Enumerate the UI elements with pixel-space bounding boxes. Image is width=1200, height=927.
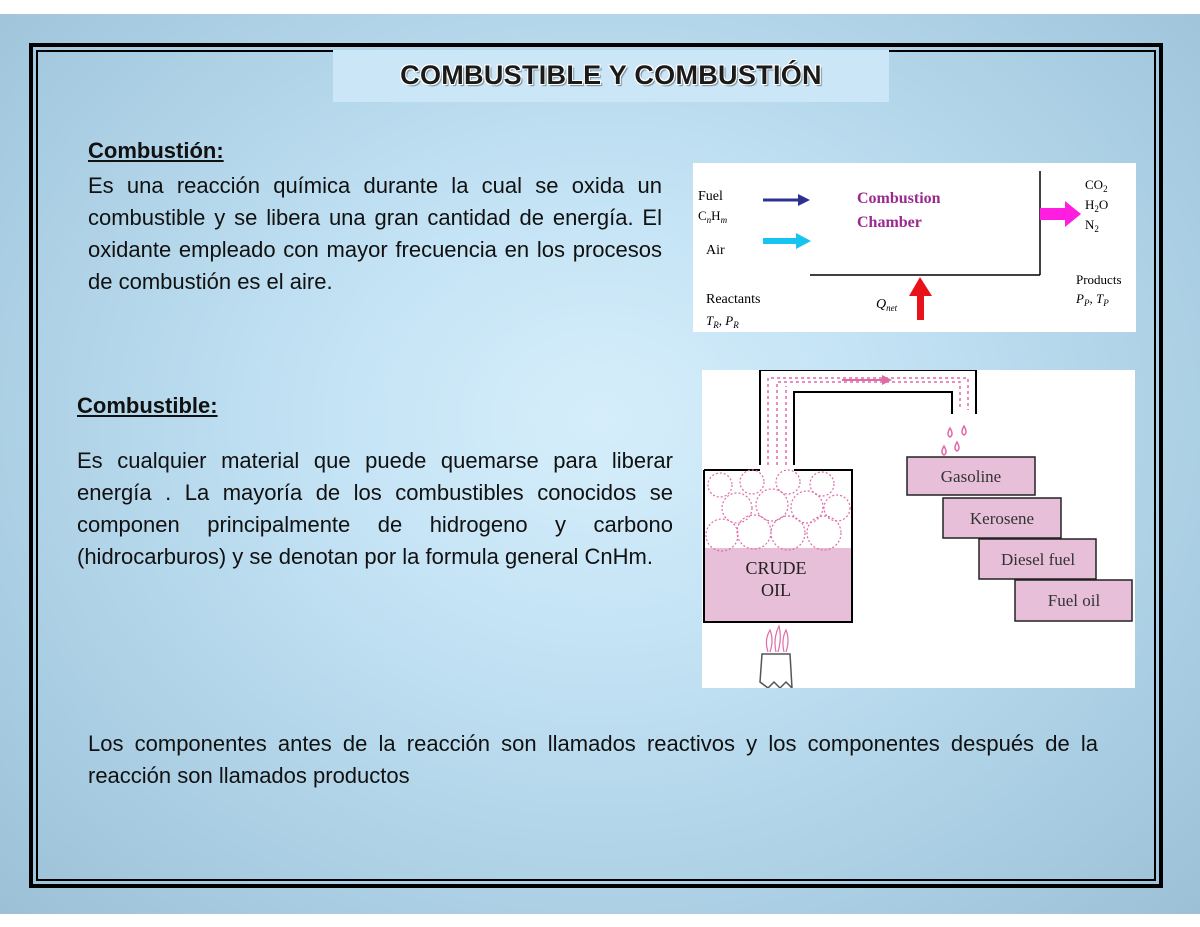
page-title: COMBUSTIBLE Y COMBUSTIÓN (400, 60, 822, 90)
chamber-label-2: Chamber (857, 214, 922, 231)
section-heading-fuel: Combustible: (77, 393, 218, 418)
fuel-label: Fuel (698, 189, 723, 204)
pipe-outer (759, 369, 977, 465)
tank-label-2: OIL (761, 580, 791, 600)
vapor-bubbles (705, 469, 851, 552)
air-label: Air (706, 243, 725, 258)
product-label-gasoline: Gasoline (941, 467, 1001, 486)
footer-text: Los componentes antes de la reacción son… (88, 731, 1098, 788)
product-label-kerosene: Kerosene (970, 509, 1034, 528)
section-text-combustion: Es una reacción química durante la cual … (88, 173, 662, 294)
droplet-icon (954, 440, 960, 452)
chamber-label-1: Combustion (857, 190, 941, 207)
fuel-arrow-head (798, 194, 810, 206)
product-boxes: Gasoline Kerosene Diesel fuel Fuel oil (906, 456, 1133, 622)
product-box-kerosene (942, 497, 1062, 539)
flame-icon (765, 624, 789, 653)
q-net-label: Qnet (876, 297, 898, 313)
title-bar (333, 50, 889, 102)
vapor-flow-1 (767, 377, 969, 465)
section-text-fuel: Es cualquier material que puede quemarse… (77, 448, 673, 569)
droplet-icon (947, 426, 953, 438)
n2-label: N2 (1085, 217, 1099, 234)
products-state: PP, TP (1075, 291, 1109, 308)
co2-label: CO2 (1085, 177, 1108, 194)
product-label-diesel: Diesel fuel (1001, 550, 1075, 569)
combustion-chamber-diagram: Fuel CnHm Air Combustion Chamber CO2 H2O… (693, 163, 1136, 332)
h2o-label: H2O (1085, 197, 1108, 214)
products-label: Products (1076, 272, 1122, 287)
crude-oil-distillation-diagram: CRUDE OIL Gasoline Kerosene Diesel fuel … (702, 369, 1135, 690)
q-arrow-head (909, 277, 932, 296)
reactants-label: Reactants (706, 292, 760, 307)
crude-oil-liquid (705, 548, 851, 621)
flow-arrow-head (882, 375, 892, 385)
air-arrow-head (796, 233, 811, 249)
product-box-diesel (978, 538, 1097, 580)
tank-outline (703, 469, 853, 623)
product-label-fuel-oil: Fuel oil (1048, 591, 1101, 610)
fuel-formula: CnHm (698, 208, 728, 225)
slide-frame-outer (29, 43, 1163, 888)
reactants-state: TR, PR (706, 313, 739, 330)
products-arrow-head (1065, 201, 1081, 227)
vapor-flow-2 (776, 381, 961, 465)
product-box-gasoline (906, 456, 1036, 496)
droplet-icon (941, 444, 947, 456)
products-arrow (1040, 208, 1066, 220)
burner-icon (759, 653, 793, 690)
tank-label-1: CRUDE (745, 558, 806, 578)
q-arrow (917, 294, 924, 320)
section-heading-combustion: Combustión: (88, 138, 224, 163)
droplet-icon (961, 424, 967, 436)
product-box-fuel-oil (1014, 579, 1133, 622)
pipe-inner (793, 391, 953, 465)
